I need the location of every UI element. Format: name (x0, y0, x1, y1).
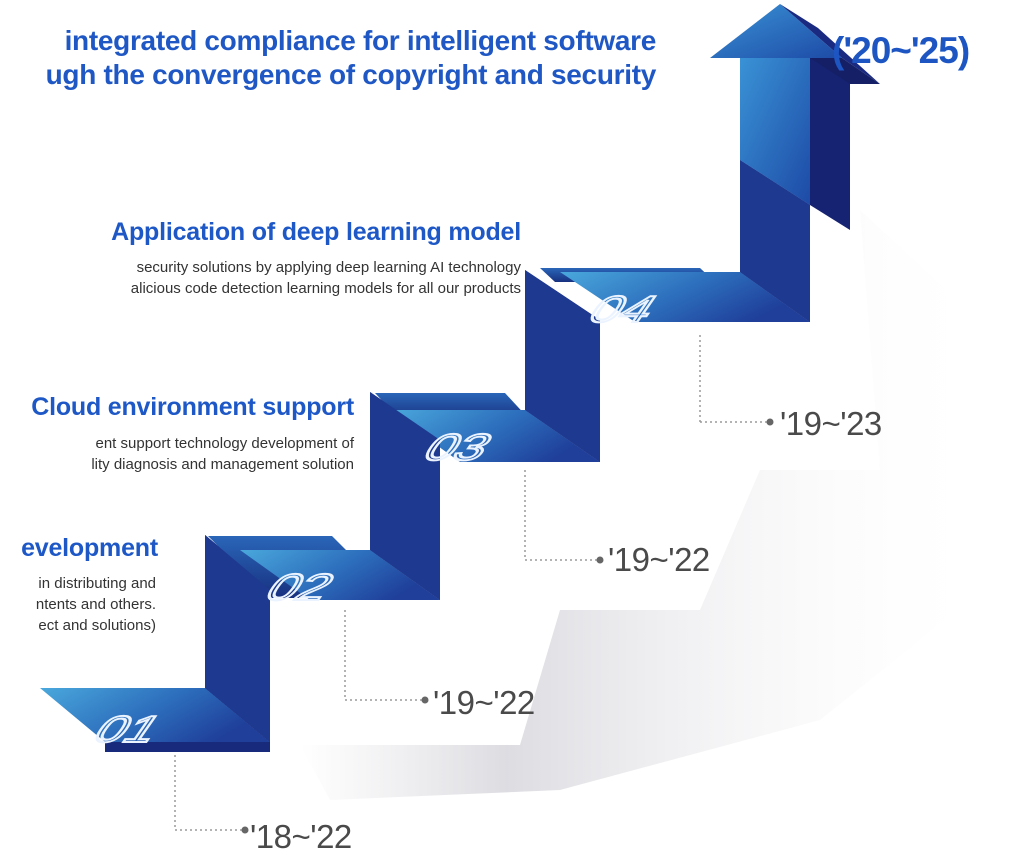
step-03-desc-line-1: ent support technology development of (95, 435, 354, 452)
leader-02-dot (421, 696, 429, 704)
leader-04-dot (766, 418, 774, 426)
step-04-description: security solutions by applying deep lear… (131, 257, 521, 299)
step-04-desc-line-1: security solutions by applying deep lear… (136, 259, 521, 276)
leader-03-dot (596, 556, 604, 564)
step-03-desc-line-2: lity diagnosis and management solution (91, 456, 354, 473)
step-02-desc-line-1: in distributing and (38, 575, 156, 592)
step-02-description: in distributing and ntents and others. e… (36, 573, 156, 636)
main-title-line-1: integrated compliance for intelligent so… (64, 25, 657, 56)
step-02-desc-line-2: ntents and others. (35, 596, 156, 613)
main-period: ('20~'25) (832, 30, 970, 71)
stair-shadow (300, 210, 990, 800)
leader-01-dot (241, 826, 249, 834)
step-03-heading: Cloud environment support (31, 393, 354, 421)
riser-face-3 (525, 270, 600, 462)
step-01-date: '18~'22 (250, 818, 352, 855)
step-03-date: '19~'22 (608, 541, 710, 578)
arrow-block (710, 4, 880, 322)
step-02-desc-line-3: ect and solutions) (38, 617, 156, 634)
main-title-line-2: ugh the convergence of copyright and sec… (45, 59, 657, 90)
step-04-date: '19~'23 (780, 405, 882, 442)
riser-face-2 (370, 392, 440, 600)
riser-face-1 (205, 535, 270, 742)
step-04-desc-line-2: alicious code detection learning models … (130, 280, 521, 297)
main-title: integrated compliance for intelligent so… (45, 24, 657, 92)
step-02-heading: evelopment (21, 534, 158, 562)
step-03-description: ent support technology development of li… (91, 433, 354, 475)
step-04-heading: Application of deep learning model (111, 218, 521, 246)
step-02-date: '19~'22 (433, 684, 535, 721)
